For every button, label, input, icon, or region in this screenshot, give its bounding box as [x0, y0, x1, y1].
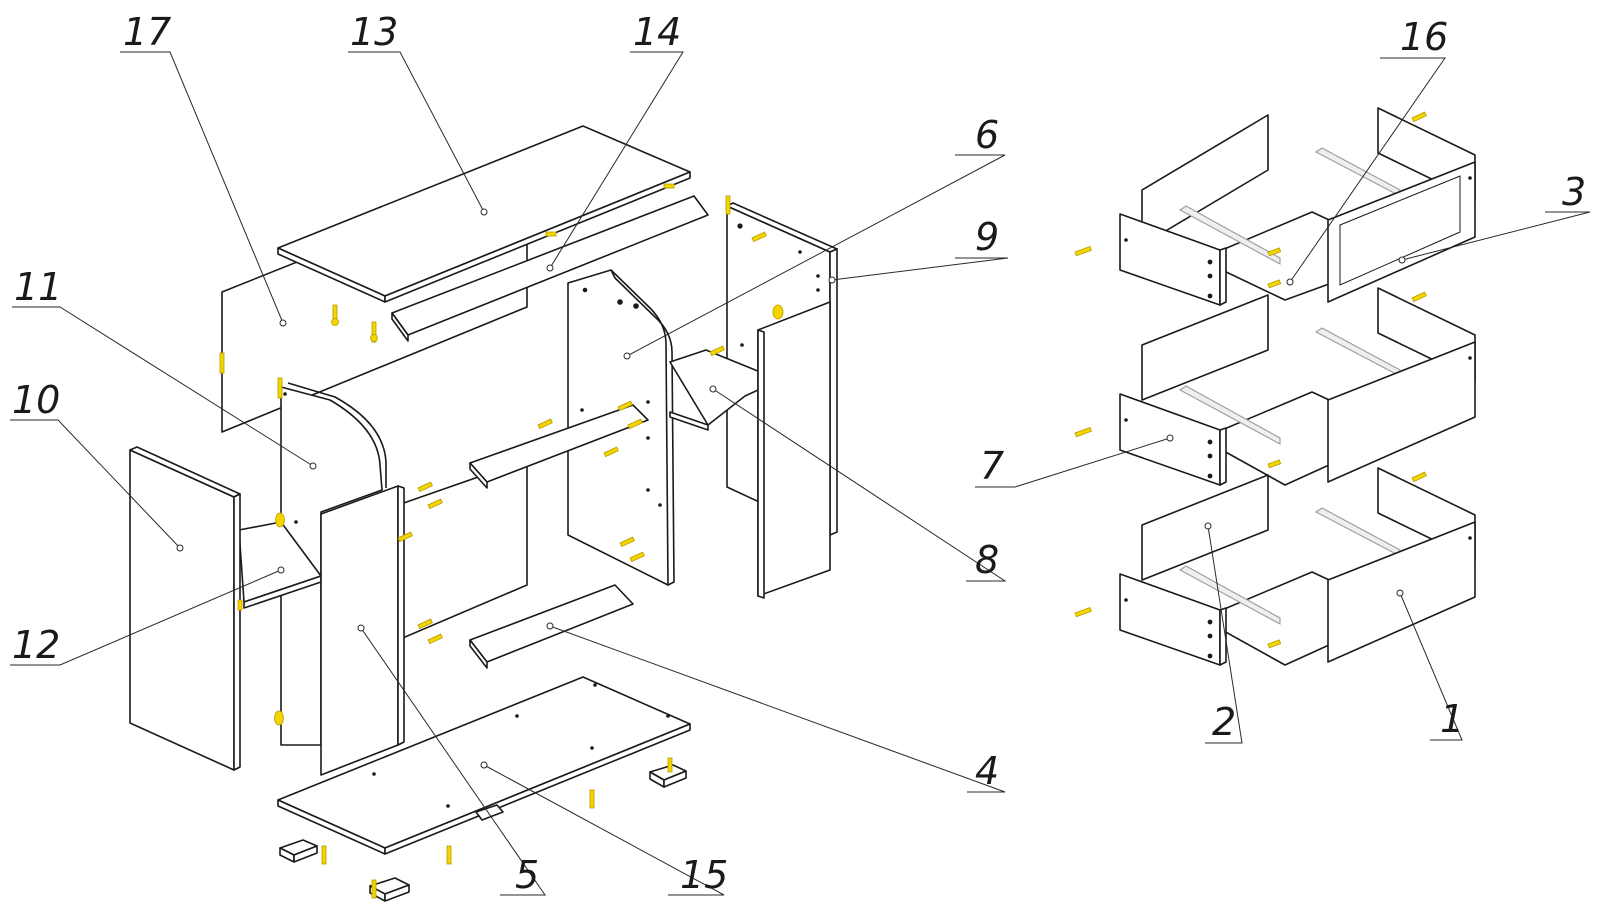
callout-7: 7 [980, 444, 1004, 488]
callout-8: 8 [975, 538, 999, 582]
left-small-shelf [238, 521, 322, 609]
foot-block [649, 764, 687, 788]
left-partition [280, 382, 387, 746]
callout-16: 16 [1400, 15, 1448, 59]
callout-10: 10 [12, 378, 60, 422]
right-front-panel [757, 301, 831, 599]
callout-6: 6 [975, 113, 999, 157]
drawer-top [1119, 107, 1476, 306]
callout-1: 1 [1440, 697, 1464, 741]
callout-15: 15 [680, 853, 728, 897]
upper-floating-shelf [469, 404, 649, 489]
callout-4: 4 [975, 749, 999, 793]
left-side-panel [129, 446, 241, 771]
foot-block [475, 804, 504, 821]
callout-17: 17 [123, 10, 171, 54]
callout-labels: 17 13 14 6 9 11 10 12 8 4 5 15 16 3 7 2 … [12, 10, 1586, 897]
callout-13: 13 [350, 10, 398, 54]
callout-9: 9 [975, 215, 999, 259]
fasteners [219, 111, 1427, 899]
callout-5: 5 [515, 853, 539, 897]
callout-12: 12 [12, 623, 60, 667]
callout-3: 3 [1562, 170, 1586, 214]
callout-anchors [176, 208, 1406, 769]
cabinet-holes [283, 223, 820, 808]
callout-leaders [10, 51, 1591, 896]
drawer-middle [1119, 287, 1476, 486]
drawer-holes [1124, 176, 1472, 659]
callout-2: 2 [1212, 700, 1236, 744]
middle-shelf [397, 459, 528, 641]
callout-11: 11 [14, 265, 62, 309]
callout-14: 14 [633, 10, 681, 54]
drawer-bottom [1119, 467, 1476, 666]
foot-block [279, 839, 318, 863]
